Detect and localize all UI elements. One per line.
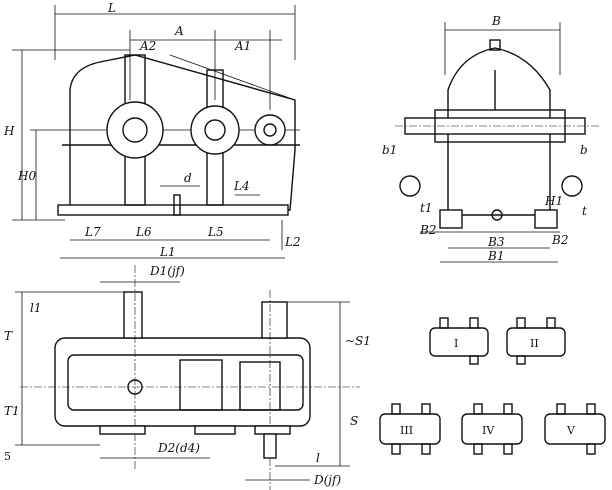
dim-L: L	[107, 1, 116, 15]
dim-H: H	[3, 124, 15, 138]
dim-A1: A1	[234, 39, 251, 53]
dim-H1: H1	[544, 194, 563, 208]
dim-T1: T1	[4, 404, 20, 418]
dim-l1: l1	[30, 301, 41, 315]
dim-t: t	[582, 204, 587, 218]
dim-B: B	[491, 14, 501, 28]
dim-l: l	[316, 451, 320, 465]
dim-S1: ~S1	[345, 334, 371, 348]
dim-B2-left: B2	[419, 223, 436, 237]
dim-b1: b1	[382, 143, 397, 157]
dim-L2: L2	[284, 235, 301, 249]
dim-D1-jf: D1(jf)	[149, 264, 185, 278]
dim-T: T	[4, 329, 13, 343]
dim-b: b	[580, 143, 588, 157]
front-elevation-view: L A A2 A1 H H0 d L4 L7 L6 L5 L1 L2	[3, 1, 301, 259]
dim-B3: B3	[487, 235, 505, 249]
dim-L6: L6	[135, 225, 152, 239]
dim-d: d	[184, 171, 192, 185]
dim-L7: L7	[84, 225, 101, 239]
dim-H0: H0	[17, 169, 36, 183]
dim-t1: t1	[420, 201, 432, 215]
assembly-type-II: II	[506, 317, 566, 365]
dim-B2-right: B2	[551, 233, 568, 247]
dim-D2-d4: D2(d4)	[157, 441, 200, 455]
dim-L1: L1	[159, 245, 176, 259]
dim-L5: L5	[207, 225, 224, 239]
dim-A2: A2	[139, 39, 156, 53]
dim-S: S	[350, 414, 358, 428]
type-label-I: I	[454, 337, 458, 350]
type-label-V: V	[566, 424, 576, 437]
dim-5: 5	[4, 450, 11, 463]
side-elevation-view: B b1 b t1 H1 t B2 B3 B2 B1	[382, 14, 600, 263]
dim-A: A	[174, 24, 184, 38]
plan-view: D1(jf) l1 T T1 ~S1 S 5 D2(d4) l D(jf)	[4, 264, 371, 490]
assembly-type-III: III	[379, 403, 441, 455]
type-label-IV: IV	[482, 424, 495, 437]
assembly-type-IV: IV	[461, 403, 523, 455]
type-label-III: III	[400, 424, 413, 437]
type-label-II: II	[530, 337, 539, 350]
assembly-type-V: V	[544, 403, 606, 455]
dim-D-jf: D(jf)	[313, 473, 341, 487]
assembly-type-I: I	[429, 317, 489, 365]
dim-B1: B1	[487, 249, 504, 263]
dim-L4: L4	[233, 179, 250, 193]
